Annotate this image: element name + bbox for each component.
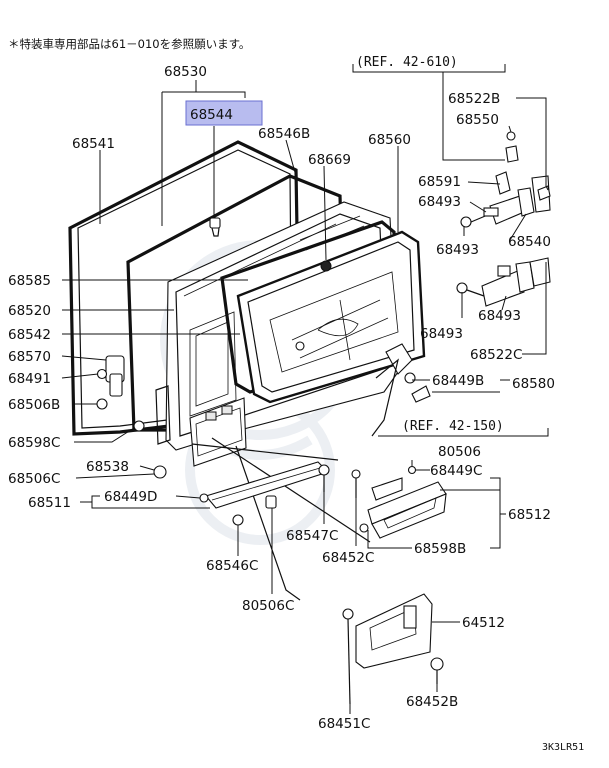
label-68560[interactable]: 68560: [368, 132, 411, 148]
label-68542[interactable]: 68542: [8, 327, 51, 343]
label-68449B[interactable]: 68449B: [432, 373, 484, 389]
label-68451C[interactable]: 68451C: [318, 716, 370, 732]
license-plate-bracket: [342, 593, 444, 705]
label-68598B[interactable]: 68598B: [414, 541, 466, 557]
label-68580[interactable]: 68580: [512, 376, 555, 392]
ref-42-610-group: (REF. 42-610): [352, 55, 506, 161]
label-68491[interactable]: 68491: [8, 371, 51, 387]
diagram-code: 3K3LR51: [542, 742, 584, 753]
label-68598C[interactable]: 68598C: [8, 435, 60, 451]
label-68493-a[interactable]: 68493: [418, 194, 461, 210]
label-68547C[interactable]: 68547C: [286, 528, 338, 544]
label-64512[interactable]: 64512: [462, 615, 505, 631]
clip-68544: [209, 217, 221, 237]
door-lock-area: [189, 397, 371, 601]
label-80506[interactable]: 80506: [438, 444, 481, 460]
ref-label-42-610[interactable]: (REF. 42-610): [356, 55, 458, 70]
glass-stopper: [299, 215, 365, 272]
label-68452C[interactable]: 68452C: [322, 550, 374, 566]
window-glass: [236, 230, 426, 404]
label-68546B[interactable]: 68546B: [258, 126, 310, 142]
label-68669[interactable]: 68669: [308, 152, 351, 168]
part-labels: 68530 68544 68546B 68541 68669 68560 685…: [8, 64, 555, 732]
label-68449D[interactable]: 68449D: [104, 489, 157, 505]
label-68585[interactable]: 68585: [8, 273, 51, 289]
label-68493-b[interactable]: 68493: [436, 242, 479, 258]
label-68493-d[interactable]: 68493: [478, 308, 521, 324]
header-note: ＊特装車専用部品は61－010を参照願います。: [8, 37, 250, 51]
label-68522C[interactable]: 68522C: [470, 347, 522, 363]
label-68449C[interactable]: 68449C: [430, 463, 482, 479]
label-80506C[interactable]: 80506C: [242, 598, 294, 614]
label-68511[interactable]: 68511: [28, 495, 71, 511]
label-68591[interactable]: 68591: [418, 174, 461, 190]
ref-label-42-150[interactable]: (REF. 42-150): [402, 419, 504, 434]
label-68541[interactable]: 68541: [72, 136, 115, 152]
ref-42-150-group: (REF. 42-150): [378, 419, 549, 437]
label-68546C[interactable]: 68546C: [206, 558, 258, 574]
label-68493-c[interactable]: 68493: [420, 326, 463, 342]
highlight-box-68544: [185, 100, 263, 126]
label-68506C[interactable]: 68506C: [8, 471, 60, 487]
label-68452B[interactable]: 68452B: [406, 694, 458, 710]
label-68522B[interactable]: 68522B: [448, 91, 500, 107]
upper-hinge: [460, 131, 551, 228]
outside-handle: [318, 464, 447, 539]
label-68512[interactable]: 68512: [508, 507, 551, 523]
label-68540[interactable]: 68540: [508, 234, 551, 250]
label-68538[interactable]: 68538: [86, 459, 129, 475]
lower-hinge: [456, 257, 551, 307]
lower-garnish: [199, 461, 330, 526]
label-68520[interactable]: 68520: [8, 303, 51, 319]
label-68550[interactable]: 68550: [456, 112, 499, 128]
label-68530[interactable]: 68530: [164, 64, 207, 80]
label-68570[interactable]: 68570: [8, 349, 51, 365]
label-68506B[interactable]: 68506B: [8, 397, 60, 413]
left-small-parts: [96, 355, 171, 479]
leader-lines: [61, 80, 549, 714]
label-68544[interactable]: 68544: [190, 107, 233, 123]
